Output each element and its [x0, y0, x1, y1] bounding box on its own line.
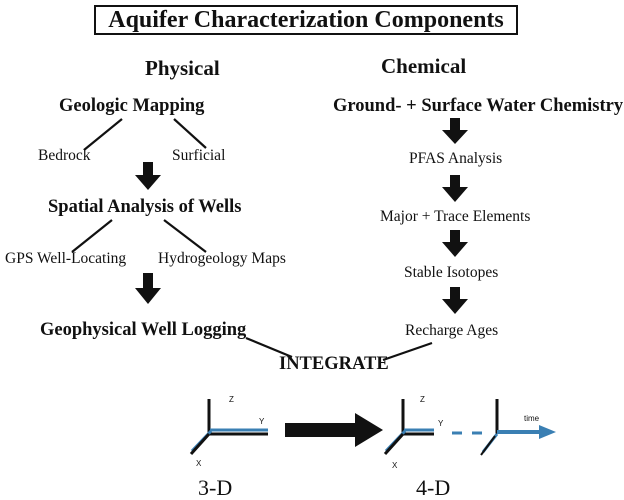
bedrock-label: Bedrock: [38, 147, 91, 164]
time-arrowhead: [539, 425, 556, 439]
axes-4d: [383, 399, 556, 456]
spatial-to-hydro-line: [163, 219, 207, 253]
gps-well-locating-label: GPS Well-Locating: [5, 250, 127, 267]
stable-isotopes-label: Stable Isotopes: [404, 264, 499, 281]
arrow-down-physical-2: [135, 273, 161, 304]
pfas-analysis-label: PFAS Analysis: [409, 150, 503, 167]
title-box: [94, 5, 518, 35]
arrow-down-chemical-3: [442, 230, 468, 257]
z-label-3d: Z: [229, 395, 234, 404]
arrow-down-chemical-4: [442, 287, 468, 314]
geologic-to-bedrock-line: [83, 118, 123, 151]
label-3d: 3-D: [198, 475, 233, 500]
x-axis-4d-right: [480, 435, 496, 456]
major-trace-label: Major + Trace Elements: [380, 208, 531, 225]
x-axis-4d-left: [383, 432, 405, 456]
arrow-right-3d-to-4d: [285, 413, 383, 447]
time-label: time: [524, 414, 540, 423]
arrow-down-physical-1: [135, 162, 161, 190]
y-label-3d: Y: [259, 417, 265, 426]
spatial-to-gps-line: [71, 219, 113, 253]
geophysical-to-integrate-line: [245, 336, 293, 359]
integrate-label: INTEGRATE: [279, 354, 389, 374]
x-label-4d: X: [392, 461, 398, 470]
x-label-3d: X: [196, 459, 202, 468]
hydrogeology-maps-label: Hydrogeology Maps: [158, 250, 286, 267]
spatial-analysis-label: Spatial Analysis of Wells: [48, 197, 242, 217]
y-label-4d: Y: [438, 419, 444, 428]
arrow-down-chemical-1: [442, 118, 468, 144]
recharge-ages-label: Recharge Ages: [405, 322, 499, 339]
diagram-title: Aquifer Characterization Components: [108, 7, 504, 33]
label-4d: 4-D: [416, 475, 451, 500]
geologic-mapping-label: Geologic Mapping: [59, 96, 205, 116]
geologic-to-surficial-line: [173, 118, 207, 149]
axes-3d: [189, 399, 268, 456]
x-axis-3d: [189, 432, 211, 456]
z-label-4d: Z: [420, 395, 425, 404]
water-chemistry-label: Ground- + Surface Water Chemistry: [333, 96, 624, 116]
arrow-down-chemical-2: [442, 175, 468, 202]
chemical-heading: Chemical: [381, 54, 467, 78]
geophysical-logging-label: Geophysical Well Logging: [40, 320, 247, 340]
recharge-to-integrate-line: [382, 341, 433, 362]
surficial-label: Surficial: [172, 147, 226, 164]
physical-heading: Physical: [145, 56, 220, 80]
